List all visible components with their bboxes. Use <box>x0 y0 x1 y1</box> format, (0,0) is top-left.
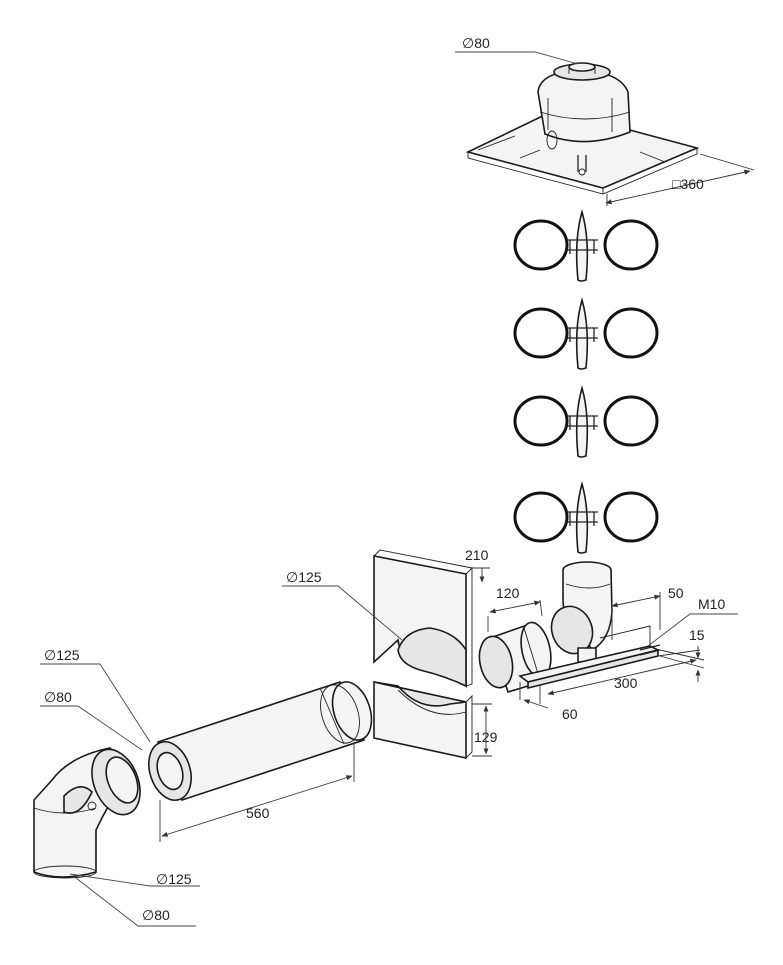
dim-plate-size: □360 <box>605 153 755 206</box>
callout-plate-diameter: ∅125 <box>282 569 403 641</box>
callout-elbow-outer-top: ∅125 <box>40 647 151 743</box>
callout-elbow-inner-top: ∅80 <box>40 689 143 751</box>
dim-plate-height: 210 <box>465 547 490 583</box>
short-extension <box>478 621 552 693</box>
dim-half-plate: 129 <box>472 703 498 757</box>
label-rail-depth: 60 <box>562 706 578 722</box>
clamp-4 <box>513 481 659 554</box>
clamp-1 <box>513 209 659 282</box>
callout-bolt-size: M10 <box>647 596 738 647</box>
label-rail-length: 300 <box>614 675 638 691</box>
label-bracket-width: 50 <box>668 585 684 601</box>
label-terminal-diameter: ∅80 <box>462 35 490 51</box>
label-bolt-size: M10 <box>698 596 725 612</box>
roof-terminal <box>465 62 700 195</box>
wall-plate-bottom <box>373 681 473 759</box>
wall-plate-top <box>373 549 473 689</box>
long-pipe <box>148 681 373 801</box>
label-extension-width: 120 <box>496 585 520 601</box>
label-bolt-offset: 15 <box>689 627 705 643</box>
callout-elbow-outer-bottom: ∅125 <box>69 871 200 887</box>
label-pipe-length: 560 <box>246 805 270 821</box>
elbow-90 <box>33 747 141 879</box>
callout-terminal-diameter: ∅80 <box>455 35 579 65</box>
dim-bracket-width: 50 <box>611 585 684 640</box>
label-elbow-outer-bottom: ∅125 <box>156 871 192 887</box>
callout-elbow-inner-bottom: ∅80 <box>75 877 196 927</box>
label-elbow-inner-top: ∅80 <box>44 689 72 705</box>
terminal-hood <box>537 69 631 143</box>
dim-rail-length: 300 <box>547 649 701 696</box>
label-elbow-outer-top: ∅125 <box>44 647 80 663</box>
dim-extension-width: 120 <box>487 585 543 632</box>
label-plate-height: 210 <box>465 547 489 563</box>
label-elbow-inner-bottom: ∅80 <box>142 907 170 923</box>
clamp-3 <box>513 385 659 458</box>
dim-rail-depth: 60 <box>519 682 578 722</box>
label-plate-size: □360 <box>672 176 704 192</box>
dim-pipe-length: 560 <box>159 742 355 842</box>
clamp-2 <box>513 297 659 370</box>
support-elbow <box>550 561 613 663</box>
label-plate-diameter: ∅125 <box>286 569 322 585</box>
dim-bolt-offset: 15 <box>659 627 705 682</box>
label-half-plate-height: 129 <box>474 729 498 745</box>
